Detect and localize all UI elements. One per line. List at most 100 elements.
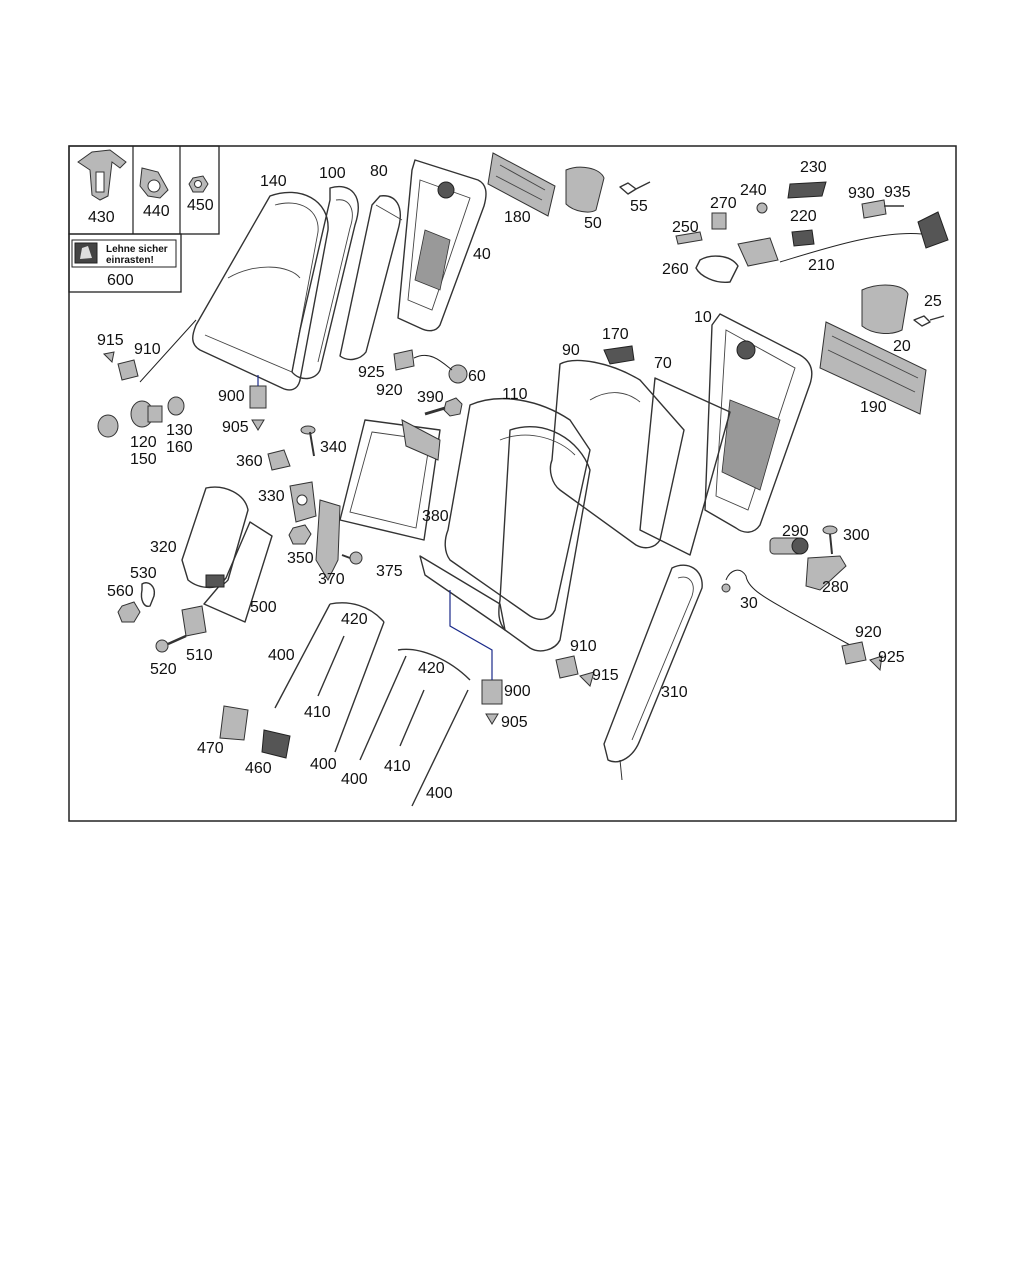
part-label-190: 190 [860, 399, 887, 416]
screw-520 [155, 634, 187, 653]
part-label-915-left: 915 [97, 332, 124, 349]
clip-360 [267, 449, 291, 471]
legend-box: 430 440 450 Lehne sicher einrasten! 600 [68, 145, 220, 293]
cover-plate-190 [819, 321, 927, 415]
part-label-360: 360 [236, 453, 263, 470]
clip-170 [603, 345, 635, 365]
cable-30 [721, 569, 851, 646]
part-label-220: 220 [790, 208, 817, 225]
handle-460 [261, 729, 291, 759]
part-label-80: 80 [370, 163, 388, 180]
cover-plate-180 [487, 152, 556, 217]
armrest-frame-380 [339, 419, 441, 541]
seat-cushion-110 [444, 398, 591, 621]
part-label-300: 300 [843, 527, 870, 544]
part-label-280: 280 [822, 579, 849, 596]
part-label-30: 30 [740, 595, 758, 612]
screw-300 [822, 525, 838, 555]
part-label-400-c: 400 [341, 771, 368, 788]
nut-350 [288, 524, 312, 545]
connector-group-right [257, 375, 883, 725]
part-label-910-left: 910 [134, 341, 161, 358]
part-label-910-right: 910 [570, 638, 597, 655]
part-label-180: 180 [504, 209, 531, 226]
wire-rods-400-420 [274, 602, 471, 807]
armrest-320 [181, 486, 273, 623]
pad-20 [861, 284, 909, 334]
grommets-120-130 [97, 396, 185, 438]
bracket-280 [805, 555, 847, 591]
part-label-500: 500 [250, 599, 277, 616]
part-label-930: 930 [848, 185, 875, 202]
backrest-cover-90 [549, 359, 685, 549]
part-label-160: 160 [166, 439, 193, 456]
part-label-270: 270 [710, 195, 737, 212]
part-label-470: 470 [197, 740, 224, 757]
part-label-70: 70 [654, 355, 672, 372]
pad-50 [565, 166, 605, 213]
diagram-frame [68, 145, 957, 822]
part-label-560: 560 [107, 583, 134, 600]
part-label-90: 90 [562, 342, 580, 359]
part-label-900-left: 900 [218, 388, 245, 405]
part-label-350: 350 [287, 550, 314, 567]
bolt-290 [769, 537, 809, 555]
part-label-375: 375 [376, 563, 403, 580]
backrest-foam-70 [639, 377, 731, 556]
part-label-400-b: 400 [310, 756, 337, 773]
part-label-400-a: 400 [268, 647, 295, 664]
bolt-390 [424, 397, 463, 417]
part-label-120: 120 [130, 434, 157, 451]
part-label-410-a: 410 [304, 704, 331, 721]
part-label-420-upper: 420 [341, 611, 368, 628]
part-label-230: 230 [800, 159, 827, 176]
part-label-920-right: 920 [855, 624, 882, 641]
part-label-170: 170 [602, 326, 629, 343]
clip-55 [619, 181, 651, 195]
part-label-320: 320 [150, 539, 177, 556]
part-label-310: 310 [661, 684, 688, 701]
part-label-130: 130 [166, 422, 193, 439]
seat-warning-icon [74, 242, 98, 264]
part-label-210: 210 [808, 257, 835, 274]
part-label-905-right: 905 [501, 714, 528, 731]
part-label-100: 100 [319, 165, 346, 182]
warning-line-1: Lehne sicher [106, 244, 168, 255]
screw-375 [341, 551, 363, 565]
part-label-520: 520 [150, 661, 177, 678]
part-label-900-right: 900 [504, 683, 531, 700]
part-label-380: 380 [422, 508, 449, 525]
part-label-25: 25 [924, 293, 942, 310]
part-label-370: 370 [318, 571, 345, 588]
part-label-920-upper: 920 [376, 382, 403, 399]
part-label-260: 260 [662, 261, 689, 278]
part-label-140: 140 [260, 173, 287, 190]
part-label-290: 290 [782, 523, 809, 540]
part-label-915-right: 915 [592, 667, 619, 684]
switch-60 [448, 364, 468, 384]
part-label-110: 110 [502, 386, 528, 403]
backrest-frame-10 [704, 313, 813, 533]
hinge-330 [289, 481, 317, 523]
backrest-foam-80 [339, 195, 403, 361]
part-label-55: 55 [630, 198, 648, 215]
part-label-510: 510 [186, 647, 213, 664]
part-label-420-lower: 420 [418, 660, 445, 677]
side-trim-310 [603, 564, 703, 781]
part-label-50: 50 [584, 215, 602, 232]
part-label-400-d: 400 [426, 785, 453, 802]
part-label-460: 460 [245, 760, 272, 777]
part-label-40: 40 [473, 246, 491, 263]
seat-cushion-front [419, 425, 591, 652]
part-label-150: 150 [130, 451, 157, 468]
part-label-925-right: 925 [878, 649, 905, 666]
part-label-240: 240 [740, 182, 767, 199]
part-label-60: 60 [468, 368, 486, 385]
part-label-330: 330 [258, 488, 285, 505]
backrest-frame-40 [397, 159, 487, 332]
cable-clip-icon [139, 167, 169, 199]
legend-label-430: 430 [88, 209, 115, 226]
part-label-250: 250 [672, 219, 699, 236]
fastener-group-500 [117, 582, 207, 653]
